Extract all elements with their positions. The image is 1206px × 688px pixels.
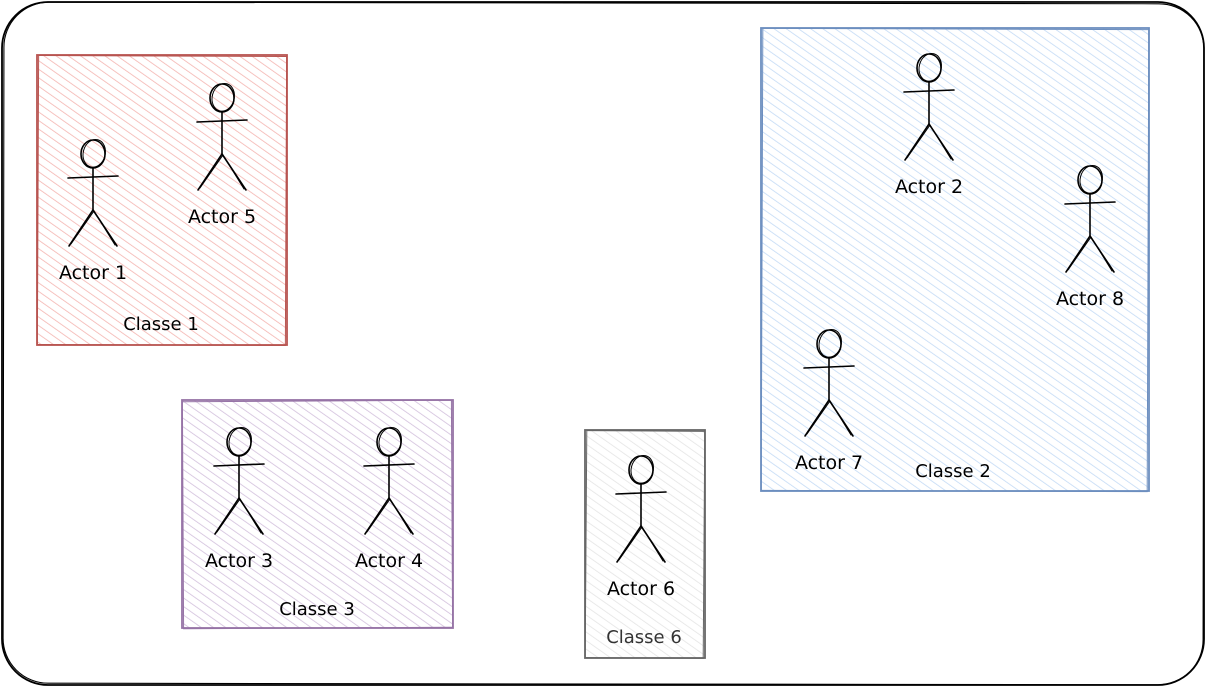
actor-label: Actor 3 bbox=[205, 550, 273, 572]
actor-label: Actor 4 bbox=[355, 550, 423, 572]
actor-a2[interactable]: Actor 2 bbox=[895, 51, 963, 198]
classe-1-label: Classe 1 bbox=[123, 314, 199, 335]
actor-legs-sketch bbox=[906, 124, 952, 160]
classe-3-label: Classe 3 bbox=[279, 599, 355, 620]
actor-legs-sketch bbox=[70, 210, 116, 246]
actor-legs-sketch bbox=[806, 400, 852, 436]
actor-arms bbox=[67, 175, 119, 179]
actor-head-sketch bbox=[818, 328, 842, 358]
actor-label: Actor 7 bbox=[795, 452, 863, 474]
actor-legs bbox=[616, 524, 666, 563]
actor-a5[interactable]: Actor 5 bbox=[188, 81, 256, 228]
actor-arms bbox=[903, 89, 955, 93]
actor-arms bbox=[196, 119, 248, 123]
actor-head-sketch bbox=[1079, 164, 1103, 194]
actor-legs bbox=[1065, 234, 1115, 273]
actor-a4[interactable]: Actor 4 bbox=[355, 425, 423, 572]
actor-legs-sketch bbox=[199, 154, 245, 190]
actor-legs-sketch bbox=[1067, 236, 1113, 272]
classe-1-box[interactable]: Classe 1 bbox=[36, 54, 288, 347]
actor-a1[interactable]: Actor 1 bbox=[59, 137, 127, 284]
actor-head-sketch bbox=[228, 426, 252, 456]
classe-2-box[interactable]: Classe 2 bbox=[760, 27, 1150, 493]
actor-legs bbox=[214, 496, 264, 535]
actor-a6[interactable]: Actor 6 bbox=[607, 453, 675, 600]
actor-arms bbox=[615, 491, 667, 495]
classe-2-label: Classe 2 bbox=[915, 461, 991, 482]
actor-legs-sketch bbox=[618, 526, 664, 562]
actor-label: Actor 5 bbox=[188, 206, 256, 228]
actor-legs-sketch bbox=[216, 498, 262, 534]
actor-label: Actor 6 bbox=[607, 578, 675, 600]
actor-legs bbox=[804, 398, 854, 437]
actor-arms bbox=[1064, 201, 1116, 205]
actor-head-sketch bbox=[918, 52, 942, 82]
actor-legs bbox=[364, 496, 414, 535]
actor-arms bbox=[803, 365, 855, 369]
actor-head-sketch bbox=[211, 82, 235, 112]
actor-a8[interactable]: Actor 8 bbox=[1056, 163, 1124, 310]
actor-arms bbox=[213, 463, 265, 467]
actors-layer: Actor 1 Actor 5 Actor 2 Actor 8 Actor 7 Actor… bbox=[59, 51, 1124, 600]
actor-legs bbox=[68, 208, 118, 247]
actor-label: Actor 1 bbox=[59, 262, 127, 284]
actor-head-sketch bbox=[630, 454, 654, 484]
classe-6-box[interactable]: Classe 6 bbox=[584, 429, 706, 659]
actor-head-sketch bbox=[82, 138, 106, 168]
actor-a3[interactable]: Actor 3 bbox=[205, 425, 273, 572]
actor-head-sketch bbox=[378, 426, 402, 456]
actor-legs bbox=[197, 152, 247, 191]
actor-label: Actor 8 bbox=[1056, 288, 1124, 310]
actor-label: Actor 2 bbox=[895, 176, 963, 198]
actor-legs bbox=[904, 122, 954, 161]
classe-6-label: Classe 6 bbox=[606, 627, 682, 648]
actor-a7[interactable]: Actor 7 bbox=[795, 327, 863, 474]
actor-arms bbox=[363, 463, 415, 467]
classe-3-box[interactable]: Classe 3 bbox=[181, 399, 454, 630]
actor-legs-sketch bbox=[366, 498, 412, 534]
